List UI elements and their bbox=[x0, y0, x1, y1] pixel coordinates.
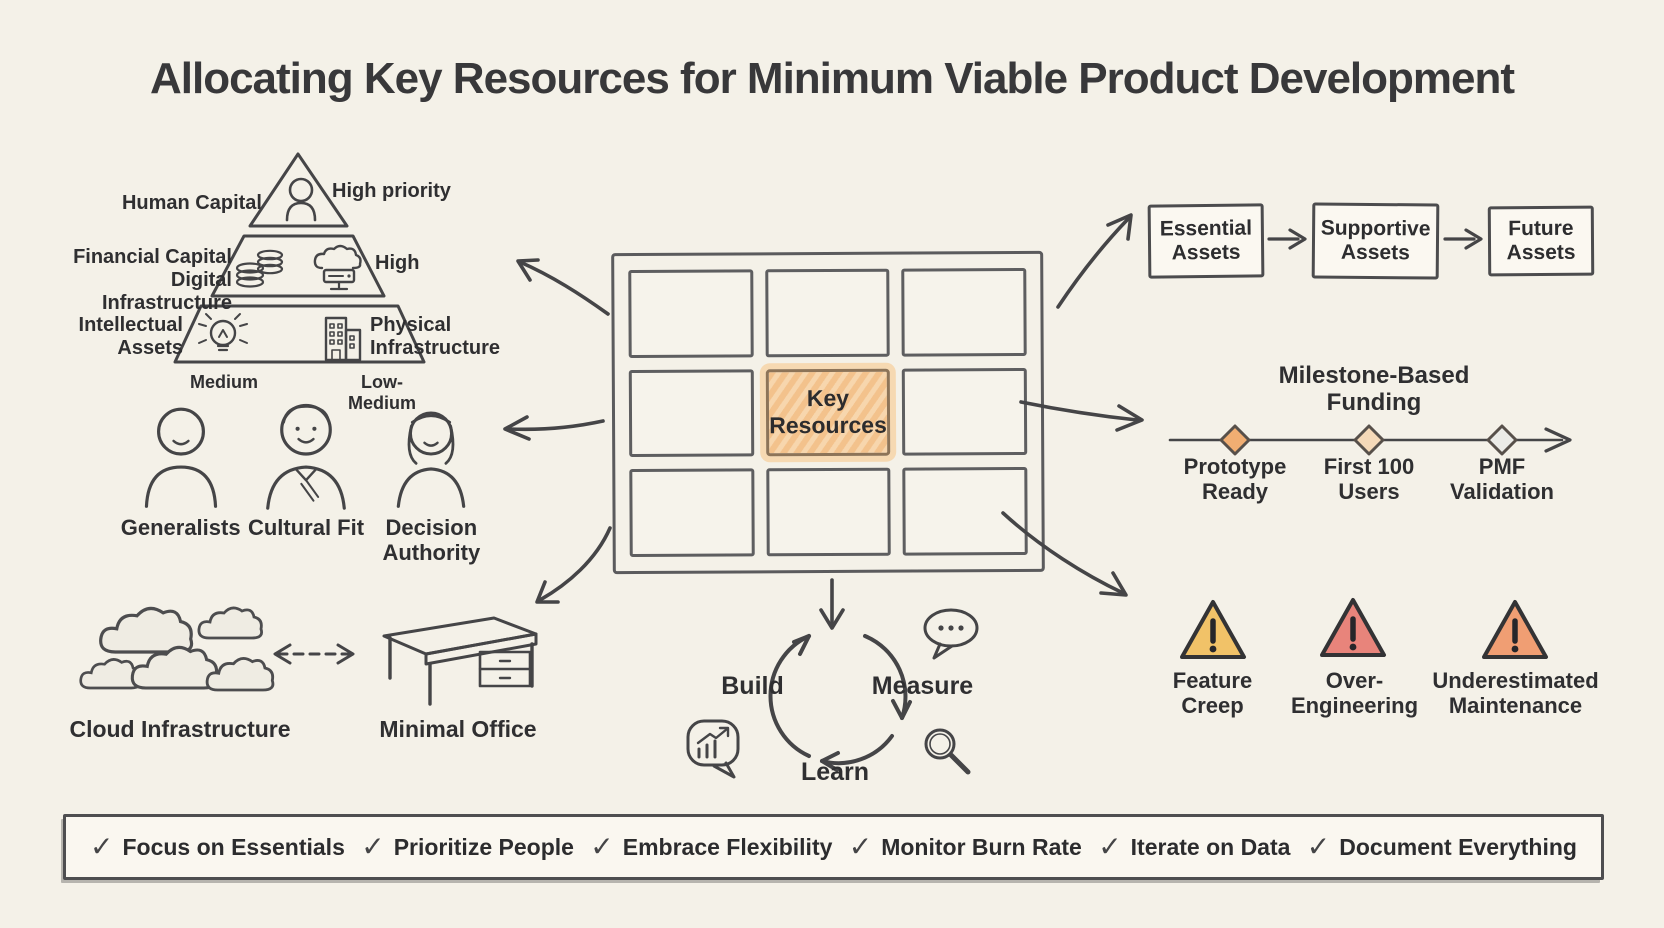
warning-triangle-icon bbox=[1320, 598, 1386, 657]
canvas-cell bbox=[765, 468, 892, 557]
tier3-priority-right: Low-Medium bbox=[347, 372, 416, 413]
check-icon: ✓ bbox=[361, 830, 385, 862]
canvas-cell bbox=[628, 269, 754, 358]
milestone-label: First 100 Users bbox=[1323, 454, 1415, 505]
checklist-item-label: Document Everything bbox=[1339, 833, 1577, 860]
checklist-item: ✓ Focus on Essentials bbox=[90, 831, 345, 864]
resource-pyramid: Human Capital High priority Financial Ca… bbox=[60, 140, 510, 413]
tier1-label: Human Capital bbox=[121, 192, 262, 214]
cloud-label: Cloud Infrastructure bbox=[69, 716, 291, 742]
milestone-label: PMF Validation bbox=[1450, 454, 1554, 505]
milestone-diamond-icon bbox=[1486, 424, 1518, 456]
person-icon bbox=[144, 407, 217, 508]
checklist-item: ✓ Iterate on Data bbox=[1098, 831, 1290, 864]
canvas-cell bbox=[628, 369, 754, 458]
speech-bubble-icon bbox=[923, 608, 979, 660]
key-resources-cell: Key Resources bbox=[765, 368, 891, 457]
check-icon: ✓ bbox=[590, 830, 614, 862]
checklist-item: ✓ Embrace Flexibility bbox=[590, 831, 832, 864]
arrow-left bbox=[503, 415, 605, 441]
person-long-hair-icon bbox=[397, 411, 466, 508]
cloud-server-icon bbox=[313, 244, 362, 291]
canvas-grid: Key Resources bbox=[611, 250, 1045, 575]
team-member: Decision Authority bbox=[369, 398, 494, 568]
clouds-icon bbox=[79, 606, 275, 692]
desk-icon bbox=[382, 616, 538, 706]
team-member: Generalists bbox=[118, 398, 243, 568]
check-icon: ✓ bbox=[90, 830, 114, 862]
checklist-item: ✓ Document Everything bbox=[1307, 831, 1577, 864]
funding-timeline bbox=[1168, 424, 1572, 456]
chart-bubble-icon bbox=[686, 719, 740, 779]
milestone-diamond-icon bbox=[1219, 424, 1251, 456]
lightbulb-icon bbox=[198, 313, 248, 352]
checklist-item: ✓ Prioritize People bbox=[361, 831, 574, 864]
risk-label: Underestimated Maintenance bbox=[1432, 668, 1599, 719]
canvas-cell bbox=[902, 367, 1028, 456]
checklist-item-label: Prioritize People bbox=[393, 833, 574, 860]
funding-title: Milestone-Based Funding bbox=[1278, 362, 1470, 417]
asset-stage-future: Future Assets bbox=[1487, 205, 1595, 277]
team-member-label: Decision Authority bbox=[382, 515, 481, 566]
cycle-step-build: Build bbox=[721, 672, 784, 700]
checklist-item-label: Focus on Essentials bbox=[122, 833, 345, 860]
person-icon bbox=[285, 177, 317, 222]
risk-label: Feature Creep bbox=[1172, 668, 1253, 719]
arrow-up-left bbox=[516, 258, 610, 316]
cycle-step-learn: Learn bbox=[800, 758, 870, 786]
checklist-item-label: Monitor Burn Rate bbox=[881, 833, 1082, 860]
pyramid-icon bbox=[173, 152, 426, 364]
checklist-item-label: Iterate on Data bbox=[1130, 833, 1291, 860]
building-icon bbox=[324, 316, 362, 362]
tier1-priority: High priority bbox=[332, 180, 451, 202]
tier3-label-left: Intellectual Assets bbox=[78, 314, 183, 359]
checklist-item: ✓ Monitor Burn Rate bbox=[849, 831, 1082, 864]
team-member-label: Generalists bbox=[120, 515, 241, 540]
team-section: Generalists Cultural Fit bbox=[118, 398, 494, 568]
cycle-arrows bbox=[768, 634, 912, 772]
canvas-cell bbox=[764, 268, 891, 357]
warning-triangle-icon bbox=[1482, 600, 1548, 659]
arrow-right-small bbox=[1267, 228, 1307, 250]
tier2-priority: High bbox=[375, 252, 420, 274]
arrow-up-right bbox=[1056, 213, 1133, 309]
asset-stage-essential: Essential Assets bbox=[1147, 203, 1265, 279]
magnifier-icon bbox=[924, 728, 971, 775]
page-title: Allocating Key Resources for Minimum Via… bbox=[149, 54, 1515, 103]
dashed-double-arrow bbox=[273, 643, 355, 665]
check-icon: ✓ bbox=[1098, 830, 1122, 862]
tier3-priority-left: Medium bbox=[190, 372, 259, 392]
check-icon: ✓ bbox=[848, 830, 873, 862]
check-icon: ✓ bbox=[1306, 830, 1331, 862]
arrow-down-left bbox=[535, 526, 612, 604]
risk-label: Over- Engineering bbox=[1290, 668, 1419, 719]
tier2-label: Financial Capital Digital Infrastructure bbox=[73, 246, 232, 314]
canvas-cell bbox=[901, 267, 1027, 357]
person-tie-icon bbox=[266, 403, 346, 510]
team-member-label: Cultural Fit bbox=[247, 515, 365, 540]
milestone-label: Prototype Ready bbox=[1183, 454, 1287, 505]
warning-triangle-icon bbox=[1180, 600, 1246, 659]
milestone-diamond-icon bbox=[1353, 424, 1385, 456]
principles-bar: ✓ Focus on Essentials ✓ Prioritize Peopl… bbox=[63, 814, 1604, 880]
arrow-right bbox=[1019, 400, 1144, 432]
arrow-down bbox=[819, 578, 845, 630]
checklist-item-label: Embrace Flexibility bbox=[622, 833, 833, 860]
team-member: Cultural Fit bbox=[243, 398, 368, 568]
arrow-down-right bbox=[1001, 511, 1128, 597]
tier3-label-right: Physical Infrastructure bbox=[370, 314, 501, 359]
cycle-step-measure: Measure bbox=[871, 672, 974, 700]
coins-icon bbox=[235, 249, 284, 288]
canvas-cell bbox=[629, 468, 755, 558]
office-label: Minimal Office bbox=[379, 716, 537, 742]
asset-stage-supportive: Supportive Assets bbox=[1311, 202, 1440, 280]
arrow-right-small bbox=[1443, 228, 1483, 250]
